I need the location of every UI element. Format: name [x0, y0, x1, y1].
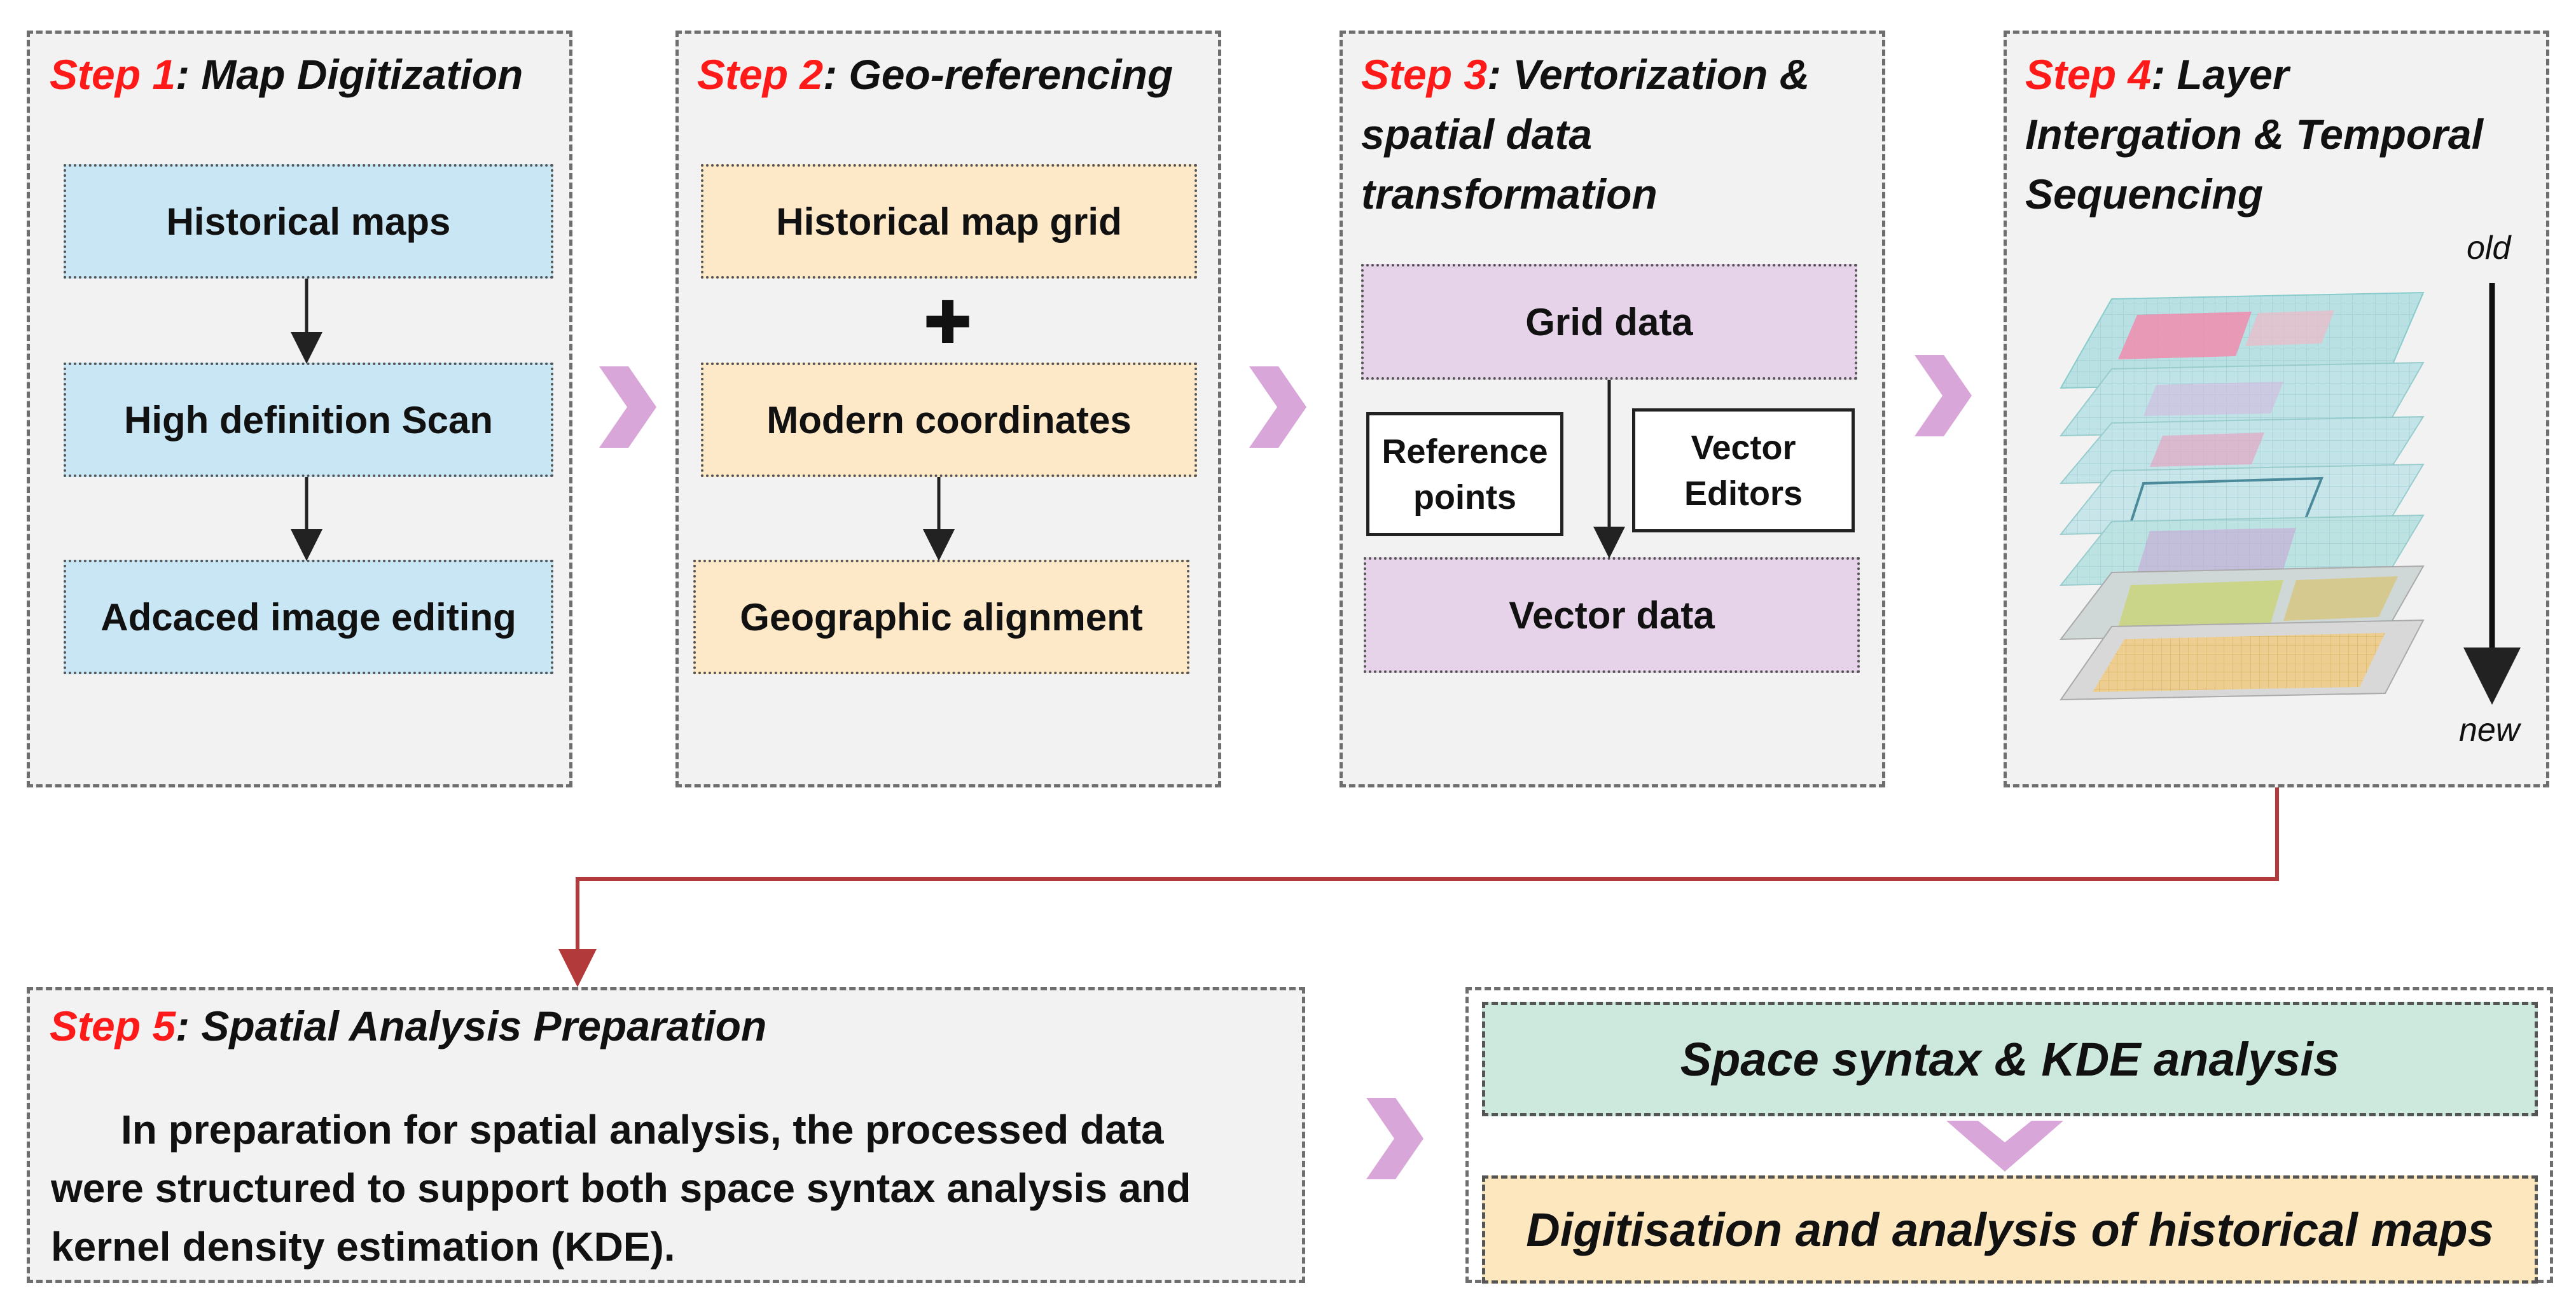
- step4-title-line2: Intergation & Temporal: [2025, 111, 2483, 158]
- step5-body-line1: In preparation for spatial analysis, the…: [121, 1107, 1164, 1153]
- step3-box-reference-points: Reference points: [1366, 412, 1563, 536]
- step3-title-line3: transformation: [1361, 170, 1658, 218]
- step3-box-vector-editors: Vector Editors: [1632, 408, 1855, 532]
- step3-title-line1: : Vertorization &: [1487, 51, 1810, 98]
- map-layer-7: [2060, 619, 2425, 701]
- step4-label: Step 4: [2025, 51, 2152, 98]
- step2-box-geo-alignment: Geographic alignment: [693, 560, 1189, 674]
- step5-body-line3: kernel density estimation (KDE).: [51, 1224, 675, 1270]
- map-layer-2: [2059, 361, 2425, 437]
- step1-box-image-editing: Adcaced image editing: [64, 560, 553, 674]
- step3-box-vector-data: Vector data: [1364, 557, 1860, 673]
- chevron-right-icon: [1366, 1098, 1423, 1179]
- step3-title: Step 3: Vertorization & spatial data tra…: [1361, 45, 1810, 224]
- step1-title: Step 1: Map Digitization: [50, 45, 523, 104]
- step3-title-line2: spatial data: [1361, 111, 1593, 158]
- chevron-right-icon: [1915, 355, 1972, 436]
- step1-box-historical-maps: Historical maps: [64, 164, 553, 279]
- step5-label: Step 5: [50, 1002, 176, 1049]
- chevron-right-icon: [1249, 366, 1306, 448]
- step1-box-hd-scan: High definition Scan: [64, 363, 553, 477]
- step1-title-text: : Map Digitization: [176, 51, 523, 98]
- step2-box-modern-coords: Modern coordinates: [701, 363, 1197, 477]
- result-box-space-syntax-kde: Space syntax & KDE analysis: [1482, 1002, 2538, 1116]
- step5-panel: [27, 987, 1305, 1283]
- step4-title: Step 4: Layer Intergation & Temporal Seq…: [2025, 45, 2483, 224]
- result-box-digitisation: Digitisation and analysis of historical …: [1482, 1175, 2538, 1284]
- step3-label: Step 3: [1361, 51, 1488, 98]
- step3-box-grid-data: Grid data: [1361, 264, 1857, 380]
- step2-label: Step 2: [697, 51, 824, 98]
- step5-title: Step 5: Spatial Analysis Preparation: [50, 996, 766, 1056]
- plus-icon: ✚: [923, 291, 973, 356]
- step5-title-text: : Spatial Analysis Preparation: [176, 1002, 767, 1049]
- step2-title: Step 2: Geo-referencing: [697, 45, 1173, 104]
- chevron-right-icon: [599, 366, 656, 448]
- step2-title-text: : Geo-referencing: [823, 51, 1174, 98]
- step5-body-line2: were structured to support both space sy…: [51, 1165, 1191, 1211]
- old-label: old: [2467, 230, 2511, 267]
- step4-title-line3: Sequencing: [2025, 170, 2264, 218]
- step4-title-line1: : Layer: [2151, 51, 2289, 98]
- step2-box-map-grid: Historical map grid: [701, 164, 1197, 279]
- stacked-map-layers-image: [2059, 291, 2425, 701]
- step1-label: Step 1: [50, 51, 176, 98]
- new-label: new: [2459, 712, 2520, 749]
- step4-to-step5-connector: [558, 787, 2279, 987]
- step5-body: In preparation for spatial analysis, the…: [51, 1100, 1298, 1276]
